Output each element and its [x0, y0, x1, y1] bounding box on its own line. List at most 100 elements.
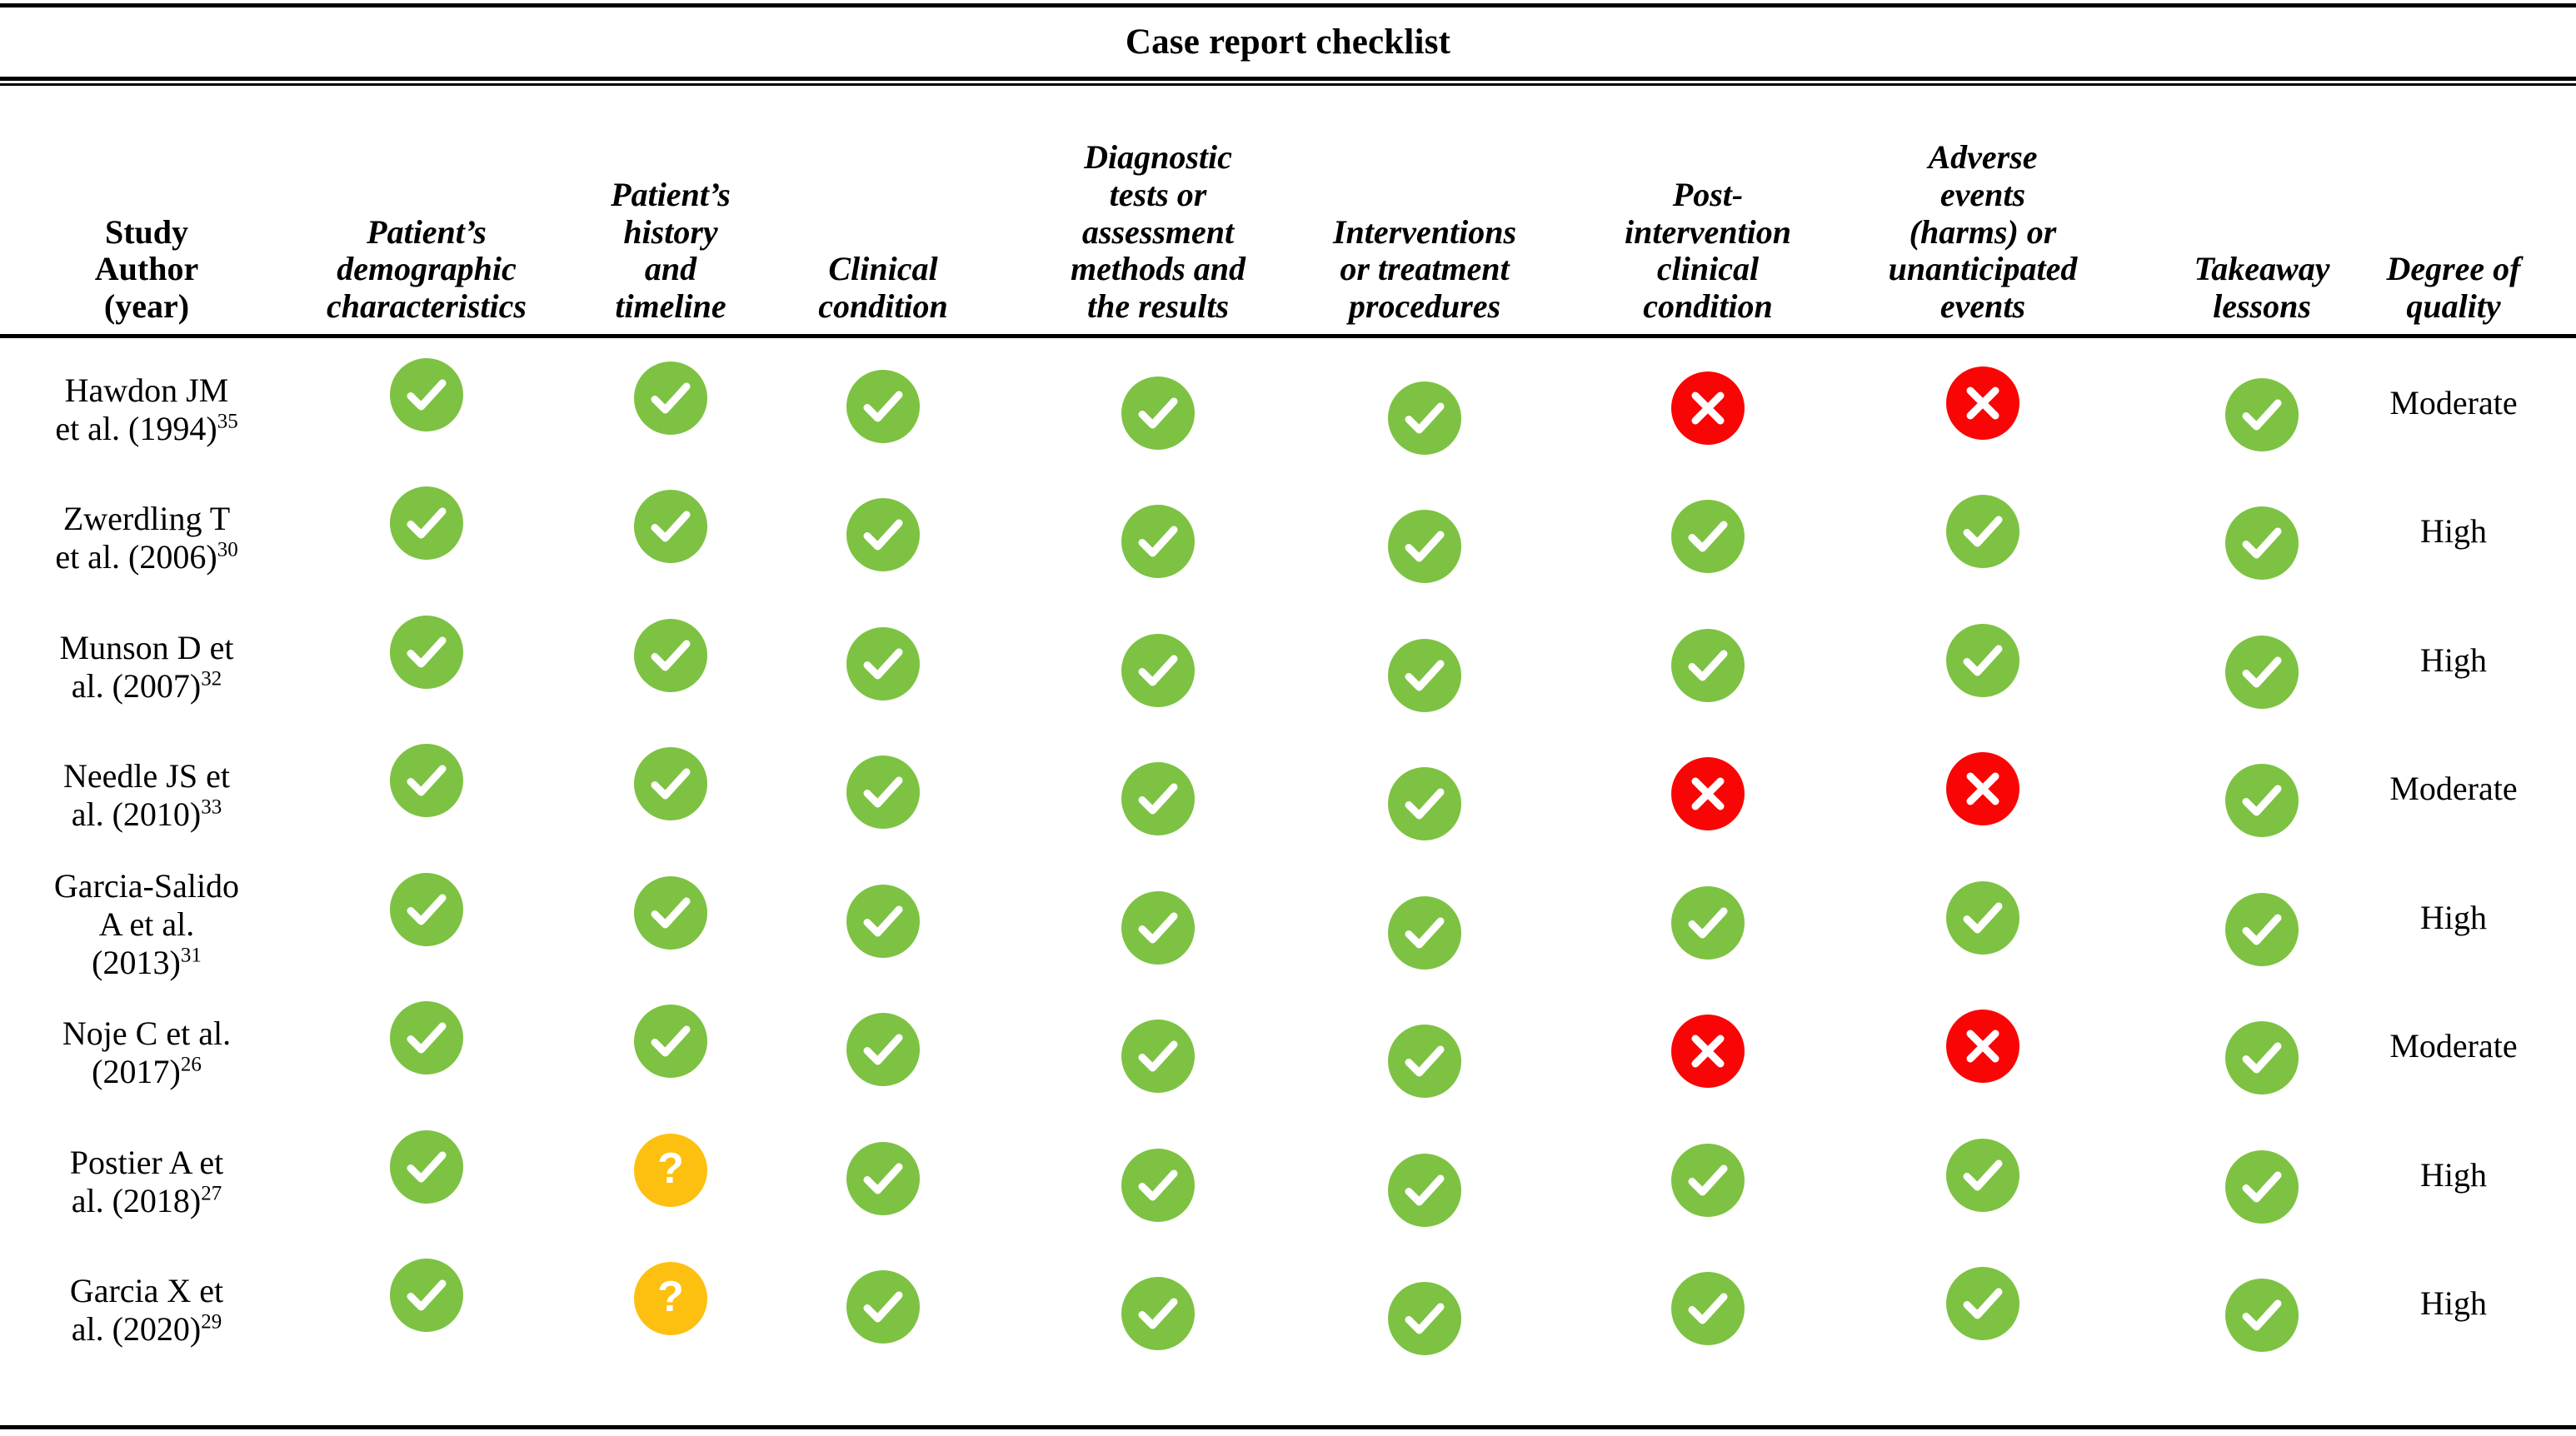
check-icon [1671, 499, 1745, 573]
cell-interv [1388, 638, 1461, 712]
study-author-line: A et al. [98, 905, 195, 943]
cell-interv [1388, 1153, 1461, 1227]
cell-history [634, 746, 707, 820]
cell-diag [1121, 890, 1195, 965]
column-header-line: history [623, 212, 718, 251]
study-author-line: Munson D et [59, 628, 234, 666]
svg-text:?: ? [657, 1147, 684, 1193]
column-header-line: quality [2406, 287, 2501, 326]
citation-ref: 30 [217, 538, 238, 561]
check-icon [390, 1129, 463, 1204]
cross-icon [1671, 1014, 1745, 1088]
citation-ref: 26 [180, 1053, 202, 1076]
check-icon [390, 357, 463, 431]
column-header-line: timeline [615, 287, 726, 326]
check-icon [2225, 763, 2299, 837]
cell-takeaway [2225, 506, 2299, 580]
cross-icon [1671, 371, 1745, 445]
study-author-line: Zwerdling T [62, 499, 231, 537]
check-icon [846, 1141, 920, 1215]
check-icon [390, 743, 463, 817]
cell-post [1671, 1014, 1745, 1088]
cell-takeaway [2225, 1149, 2299, 1224]
cell-demo [390, 357, 463, 431]
citation-ref: 29 [201, 1310, 222, 1334]
check-icon [2225, 1278, 2299, 1352]
check-icon [1121, 1276, 1195, 1350]
column-header-line: Takeaway [2194, 250, 2330, 288]
cell-interv [1388, 895, 1461, 970]
check-icon [1388, 509, 1461, 583]
cell-demo [390, 1000, 463, 1075]
cell-diag [1121, 761, 1195, 835]
cross-icon [1946, 751, 2019, 825]
check-icon [634, 361, 707, 435]
column-header-line: Interventions [1332, 212, 1517, 251]
cell-adverse [1946, 494, 2019, 568]
study-author-line: et al. (2006)30 [55, 537, 238, 576]
column-header-line: condition [818, 287, 948, 326]
cell-diag [1121, 1276, 1195, 1350]
check-icon [2225, 1149, 2299, 1224]
cell-history [634, 875, 707, 950]
study-author-line: al. (2020)29 [71, 1309, 222, 1348]
column-header-line: the results [1086, 287, 1230, 326]
check-icon [2225, 1020, 2299, 1094]
column-header-line: Study [104, 212, 189, 251]
check-icon [1121, 376, 1195, 450]
column-header-line: or treatment [1340, 250, 1510, 288]
column-header-line: demographic [337, 250, 517, 288]
table-top-rule [0, 3, 2576, 7]
cell-clinical [846, 1269, 920, 1344]
check-icon [390, 486, 463, 560]
cell-post [1671, 885, 1745, 960]
cell-history [634, 618, 707, 692]
column-header-line: Patient’s [367, 212, 487, 251]
study-author-year: Noje C et al.(2017)26 [5, 1015, 288, 1092]
cell-clinical [846, 1012, 920, 1086]
cell-takeaway [2225, 377, 2299, 451]
table-title-row: Case report checklist [0, 7, 2576, 77]
check-icon [1946, 1266, 2019, 1340]
cell-adverse [1946, 366, 2019, 440]
check-icon [846, 497, 920, 571]
cell-interv [1388, 766, 1461, 840]
check-icon [1671, 885, 1745, 960]
check-icon [1388, 1153, 1461, 1227]
study-author-line: et al. (1994)35 [55, 409, 238, 447]
check-icon [846, 1269, 920, 1344]
check-icon [390, 615, 463, 689]
column-header-line: (year) [103, 287, 190, 326]
cell-adverse [1946, 1009, 2019, 1083]
check-icon [1946, 880, 2019, 955]
check-icon [1388, 638, 1461, 712]
question-icon: ? [634, 1261, 707, 1335]
column-header-line: Author [94, 250, 199, 288]
check-icon [634, 746, 707, 820]
column-header-line: assessment [1081, 212, 1235, 251]
cell-takeaway [2225, 635, 2299, 709]
check-icon [1946, 1138, 2019, 1212]
cell-quality: Moderate [2389, 1026, 2518, 1065]
check-icon [1121, 1148, 1195, 1222]
cell-adverse [1946, 880, 2019, 955]
check-icon [634, 489, 707, 563]
cell-diag [1121, 504, 1195, 578]
check-icon [1388, 381, 1461, 455]
check-icon [1121, 761, 1195, 835]
column-header-line: intervention [1624, 212, 1792, 251]
column-header-line: Diagnostic [1084, 138, 1232, 177]
check-icon [1388, 895, 1461, 970]
